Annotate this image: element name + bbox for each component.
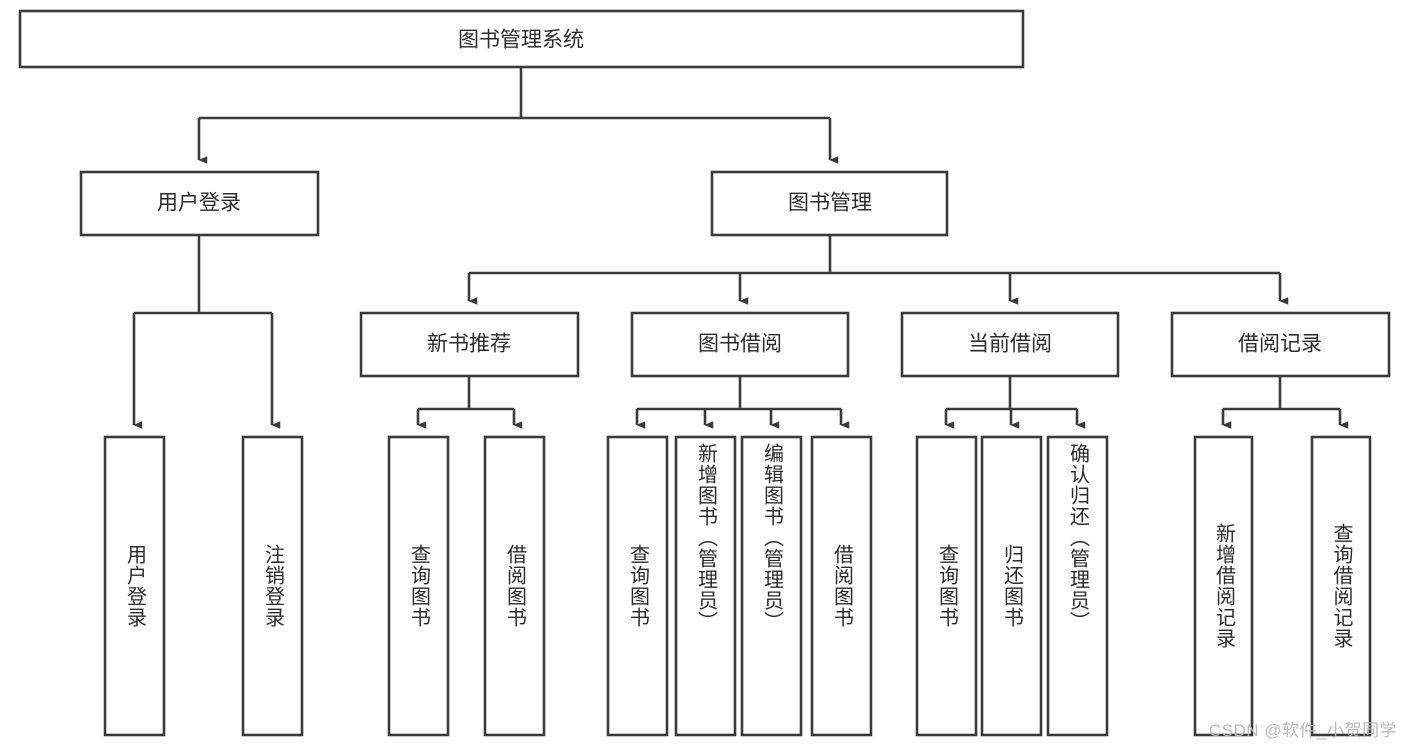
node-user-login[interactable]: 用户登录 (79, 170, 320, 237)
leaf-box-new-book-2[interactable] (483, 435, 546, 737)
node-borrow-record-box[interactable] (1170, 311, 1391, 378)
node-book-borrow-box[interactable] (630, 311, 850, 378)
connector-group-book-manage (467, 235, 1289, 305)
node-root-label: 图书管理系统 (458, 29, 584, 52)
connector-group-current-borrow (944, 376, 1086, 429)
node-borrow-record-label: 借阅记录 (1238, 333, 1322, 356)
connector-group-book-borrow (635, 376, 850, 429)
leaf-box-user-login-1[interactable] (103, 435, 166, 737)
leaf-box-book-borrow-4[interactable] (810, 435, 873, 737)
leaf-box-borrow-record-1[interactable] (1193, 435, 1254, 737)
node-current-borrow-label: 当前借阅 (968, 333, 1052, 356)
node-current-borrow[interactable]: 当前借阅 (900, 311, 1120, 378)
node-book-manage-label: 图书管理 (788, 192, 872, 215)
node-current-borrow-box[interactable] (900, 311, 1120, 378)
connector-group-root (197, 67, 839, 164)
watermark-text: CSDN @软件_小贺同学 (1208, 721, 1397, 740)
leaf-box-book-borrow-2[interactable] (674, 435, 737, 737)
leaf-box-borrow-record-2[interactable] (1310, 435, 1372, 737)
node-new-book-recommend-label: 新书推荐 (427, 333, 511, 356)
node-user-login-box[interactable] (79, 170, 320, 237)
node-borrow-record[interactable]: 借阅记录 (1170, 311, 1391, 378)
leaf-box-new-book-1[interactable] (387, 435, 450, 737)
node-book-manage-box[interactable] (710, 170, 949, 237)
leaf-box-book-borrow-3[interactable] (740, 435, 803, 737)
leaf-box-user-login-2[interactable] (241, 435, 304, 737)
node-root[interactable]: 图书管理系统 (18, 9, 1025, 69)
node-new-book-recommend[interactable]: 新书推荐 (359, 311, 580, 378)
leaf-box-book-borrow-1[interactable] (606, 435, 669, 737)
node-book-borrow-label: 图书借阅 (698, 333, 782, 356)
leaf-box-current-borrow-3[interactable] (1046, 435, 1109, 737)
node-book-manage[interactable]: 图书管理 (710, 170, 949, 237)
connector-group-borrow-record (1221, 376, 1349, 429)
connector-group-user-login (132, 235, 281, 429)
node-user-login-label: 用户登录 (157, 192, 241, 215)
connector-group-new-book (416, 376, 523, 429)
node-root-box[interactable] (18, 9, 1025, 69)
node-new-book-recommend-box[interactable] (359, 311, 580, 378)
leaf-box-current-borrow-1[interactable] (915, 435, 978, 737)
leaf-box-current-borrow-2[interactable] (980, 435, 1043, 737)
node-book-borrow[interactable]: 图书借阅 (630, 311, 850, 378)
